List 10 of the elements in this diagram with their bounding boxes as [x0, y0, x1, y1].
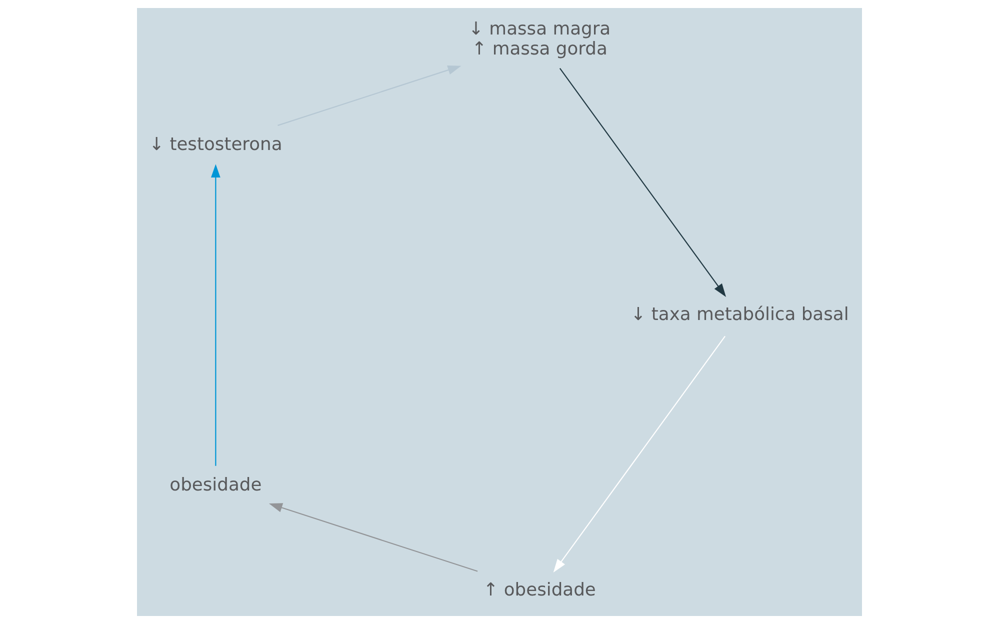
arrow: [268, 503, 478, 572]
node-text: obesidade: [169, 474, 262, 496]
node-text: ↓ taxa metabólica basal: [630, 304, 848, 326]
arrow: [277, 66, 461, 126]
node-text: ↓ massa magra ↑ massa gorda: [468, 18, 610, 60]
arrow: [552, 336, 726, 573]
node-text: ↑ obesidade: [482, 580, 596, 601]
node-text: ↓ testosterona: [148, 134, 282, 155]
arrow: [558, 68, 726, 297]
arrow: [210, 164, 220, 466]
